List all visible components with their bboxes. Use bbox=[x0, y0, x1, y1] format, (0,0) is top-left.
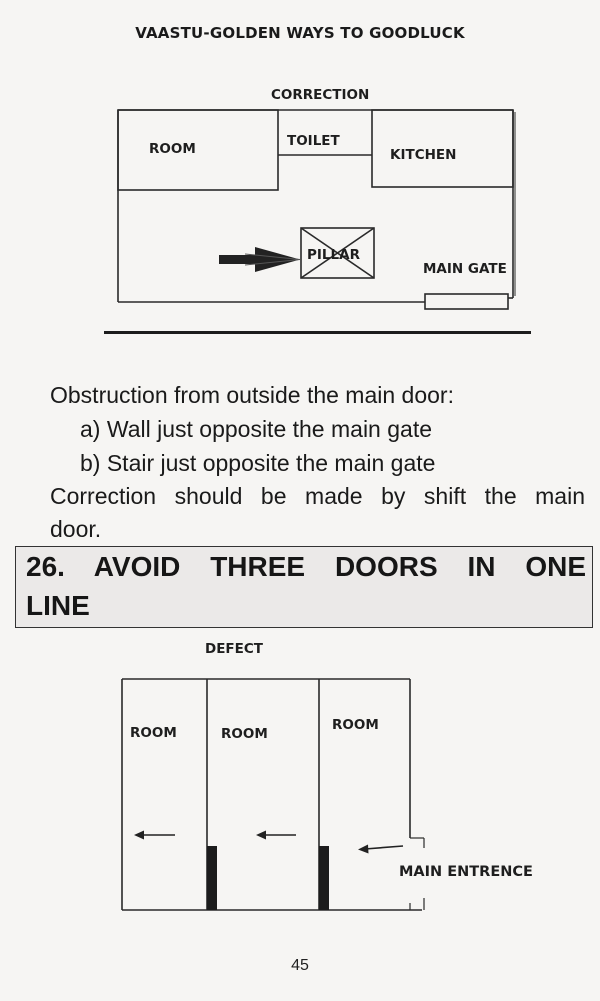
arrow-left-icon bbox=[256, 830, 296, 840]
section-word: ONE bbox=[525, 551, 587, 582]
section-heading-box: 26. AVOID THREE DOORS IN ONE LINE bbox=[15, 546, 593, 628]
section-heading-line2: LINE bbox=[26, 590, 90, 621]
label-kitchen: KITCHEN bbox=[390, 147, 457, 163]
section-word: THREE bbox=[210, 551, 306, 582]
door-slab-icon bbox=[207, 846, 217, 910]
page-number: 45 bbox=[291, 957, 309, 974]
label-pillar: PILLAR bbox=[307, 247, 360, 263]
obstruction-intro: Obstruction from outside the main door: bbox=[50, 382, 454, 408]
correction-floorplan bbox=[104, 109, 531, 334]
running-header: VAASTU-GOLDEN WAYS TO GOODLUCK bbox=[135, 24, 465, 42]
label-room: ROOM bbox=[149, 141, 196, 157]
correction-text-line2: door. bbox=[50, 516, 102, 542]
door-slab-icon bbox=[319, 846, 329, 910]
label-room-1: ROOM bbox=[130, 725, 177, 741]
divider-rule bbox=[104, 331, 531, 334]
correction-text-line1: Correction should be made by shift the m… bbox=[50, 483, 585, 509]
diagram-caption-defect: DEFECT bbox=[205, 641, 263, 657]
diagram-caption-correction: CORRECTION bbox=[271, 87, 370, 103]
section-word: DOORS bbox=[334, 551, 438, 582]
obstruction-item-a: a) Wall just opposite the main gate bbox=[80, 416, 432, 442]
label-room-3: ROOM bbox=[332, 717, 379, 733]
section-word: IN bbox=[467, 551, 496, 582]
label-toilet: TOILET bbox=[287, 133, 340, 149]
label-main-gate: MAIN GATE bbox=[423, 261, 507, 277]
obstruction-item-b: b) Stair just opposite the main gate bbox=[80, 450, 436, 476]
section-heading-line1: 26. AVOID THREE DOORS IN ONE bbox=[26, 548, 586, 586]
section-word: AVOID bbox=[93, 551, 181, 582]
bold-arrow-icon bbox=[219, 247, 301, 272]
arrow-left-icon bbox=[134, 830, 175, 840]
label-room-2: ROOM bbox=[221, 726, 268, 742]
section-number: 26. bbox=[26, 551, 65, 582]
arrow-left-icon bbox=[358, 844, 404, 854]
label-main-entrance: MAIN ENTRENCE bbox=[399, 864, 533, 880]
